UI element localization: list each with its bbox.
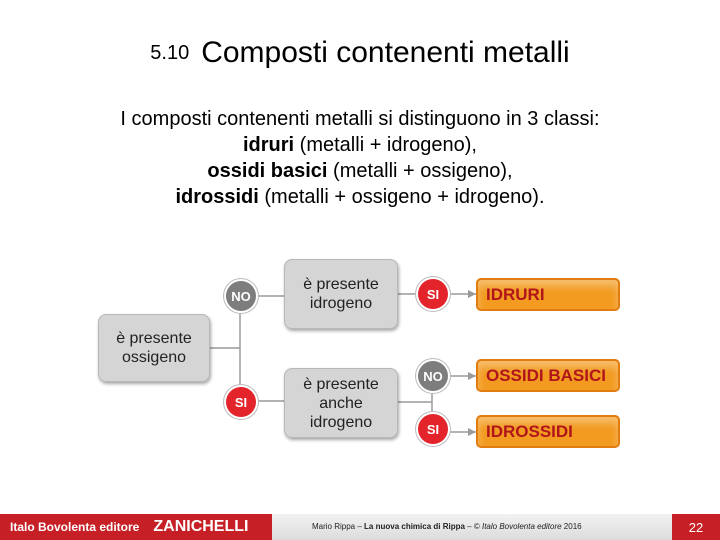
badge-yes-oxygen: SI [226,387,256,417]
arrow-ossidi [468,372,476,380]
credit-author: Mario Rippa – [312,522,365,531]
intro-line-4: idrossidi (metalli + ossigeno + idrogeno… [40,184,680,210]
intro-line-1: I composti contenenti metalli si disting… [120,108,600,130]
intro-line-2: idruri (metalli + idrogeno), [40,132,680,158]
result-idruri: IDRURI [476,278,620,311]
credit-publisher: Italo Bovolenta editore [481,522,562,531]
page-number: 22 [672,514,720,540]
brand-zanichelli: ZANICHELLI [153,518,249,535]
arrow-idruri [468,290,476,298]
desc-idruri: (metalli + idrogeno), [294,134,477,156]
credit-dash: – © [464,522,482,531]
badge-yes-hydrogen: SI [418,279,448,309]
publisher-logo-band: Italo Bovolenta editore ZANICHELLI [0,514,272,540]
badge-no-oxygen: NO [226,281,256,311]
footer: Italo Bovolenta editore ZANICHELLI Mario… [0,514,720,540]
term-idruri: idruri [243,134,295,156]
credit-year: 2016 [561,522,582,531]
credit-book: La nuova chimica di Rippa [364,522,465,531]
box-oxygen-present: è presente ossigeno [98,314,210,382]
box-also-hydrogen-label: è presente anche idrogeno [303,375,379,431]
title-text: Composti contenenti metalli [201,36,570,69]
result-idrossidi: IDROSSIDI [476,415,620,448]
desc-ossidi-basici: (metalli + ossigeno), [327,160,513,182]
slide-title: 5.10 Composti contenenti metalli [0,36,720,70]
box-also-hydrogen-present: è presente anche idrogeno [284,368,398,438]
box-hydrogen-label: è presente idrogeno [303,276,379,312]
badge-no-also-hydrogen: NO [418,361,448,391]
desc-idrossidi: (metalli + ossigeno + idrogeno). [258,186,545,208]
term-ossidi-basici: ossidi basici [207,160,328,182]
brand-italo: Italo Bovolenta editore [10,520,140,534]
result-ossidi-basici: OSSIDI BASICI [476,359,620,392]
intro-text: I composti contenenti metalli si disting… [40,106,680,210]
badge-yes-also-hydrogen: SI [418,414,448,444]
intro-line-3: ossidi basici (metalli + ossigeno), [40,158,680,184]
box-hydrogen-present: è presente idrogeno [284,259,398,329]
arrow-idrossidi [468,428,476,436]
term-idrossidi: idrossidi [175,186,259,208]
box-oxygen-label: è presente ossigeno [116,330,192,366]
footer-credit: Mario Rippa – La nuova chimica di Rippa … [312,522,582,531]
section-number: 5.10 [150,42,190,64]
